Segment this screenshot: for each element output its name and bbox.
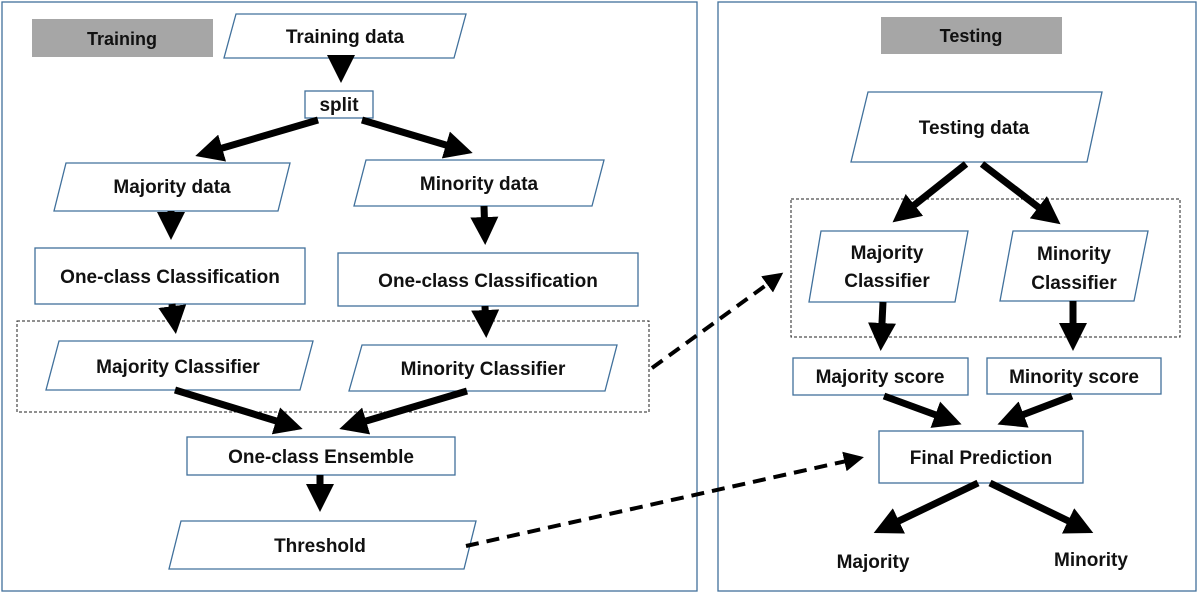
svg-text:Classifier: Classifier	[844, 271, 930, 292]
arrow-final-to-majority	[873, 479, 980, 534]
svg-text:Majority data: Majority data	[113, 177, 231, 198]
arrow-majority-classifier-to-ensemble	[173, 386, 303, 435]
training-panel	[1, 1, 698, 592]
majority-classifier-test-node: Majority Classifier	[808, 230, 969, 303]
svg-text:Majority score: Majority score	[816, 367, 945, 388]
testing-section-label: Testing	[881, 17, 1062, 54]
classifier-group-training	[16, 320, 650, 413]
minority-score-node: Minority score	[986, 357, 1162, 395]
arrow-split-to-minority	[361, 116, 473, 159]
arrow-majority-score-to-final	[882, 392, 962, 428]
arrow-majority-classifier-to-score	[868, 301, 896, 351]
testing-panel	[717, 1, 1197, 592]
svg-text:Majority Classifier: Majority Classifier	[96, 357, 260, 378]
arrow-occ-to-majority-classifier	[158, 303, 187, 334]
svg-text:Classifier: Classifier	[1031, 273, 1117, 294]
final-prediction-node: Final Prediction	[878, 430, 1084, 484]
arrow-testing-to-majority-classifier	[892, 161, 969, 223]
svg-text:Majority: Majority	[851, 243, 924, 264]
svg-text:split: split	[319, 95, 359, 116]
svg-text:Minority data: Minority data	[420, 174, 539, 195]
svg-text:Final Prediction: Final Prediction	[910, 448, 1053, 469]
svg-text:One-class Classification: One-class Classification	[60, 267, 280, 288]
svg-text:Threshold: Threshold	[274, 536, 366, 557]
arrow-split-to-majority	[195, 116, 319, 162]
dashed-arrow-classifiers-to-testing	[650, 272, 784, 370]
svg-text:One-class Ensemble: One-class Ensemble	[228, 447, 414, 468]
classifier-group-testing	[790, 198, 1181, 338]
testing-data-node: Testing data	[850, 91, 1103, 163]
training-section-label: Training	[32, 19, 213, 57]
majority-score-node: Majority score	[792, 357, 969, 396]
arrow-minority-to-occ	[470, 205, 499, 245]
majority-classifier-node: Majority Classifier	[45, 340, 314, 391]
arrow-final-to-minority	[988, 479, 1094, 534]
one-class-classification-right: One-class Classification	[337, 252, 639, 307]
arrow-minority-classifier-to-ensemble	[339, 387, 468, 435]
svg-text:Training: Training	[87, 29, 157, 49]
training-data-node: Training data	[223, 13, 467, 59]
output-minority: Minority	[1054, 550, 1128, 571]
svg-text:One-class Classification: One-class Classification	[378, 271, 598, 292]
minority-classifier-node: Minority Classifier	[348, 344, 618, 392]
output-majority: Majority	[837, 552, 910, 573]
dashed-arrow-threshold-to-final	[465, 451, 864, 548]
svg-text:Minority Classifier: Minority Classifier	[401, 359, 566, 380]
threshold-node: Threshold	[168, 520, 477, 570]
one-class-classification-left: One-class Classification	[34, 247, 306, 305]
svg-text:Testing: Testing	[940, 26, 1003, 46]
one-class-ensemble-node: One-class Ensemble	[186, 436, 456, 476]
arrow-minority-score-to-final	[997, 392, 1074, 428]
majority-data-node: Majority data	[53, 162, 291, 212]
arrow-testing-to-minority-classifier	[979, 161, 1061, 225]
svg-text:Minority: Minority	[1037, 244, 1111, 265]
minority-classifier-test-node: Minority Classifier	[999, 230, 1149, 302]
svg-text:Minority score: Minority score	[1009, 367, 1139, 388]
svg-text:Testing data: Testing data	[919, 118, 1030, 139]
minority-data-node: Minority data	[353, 159, 605, 207]
arrow-occ-to-minority-classifier	[471, 305, 500, 338]
split-node: split	[304, 90, 374, 119]
svg-text:Training data: Training data	[286, 27, 405, 48]
